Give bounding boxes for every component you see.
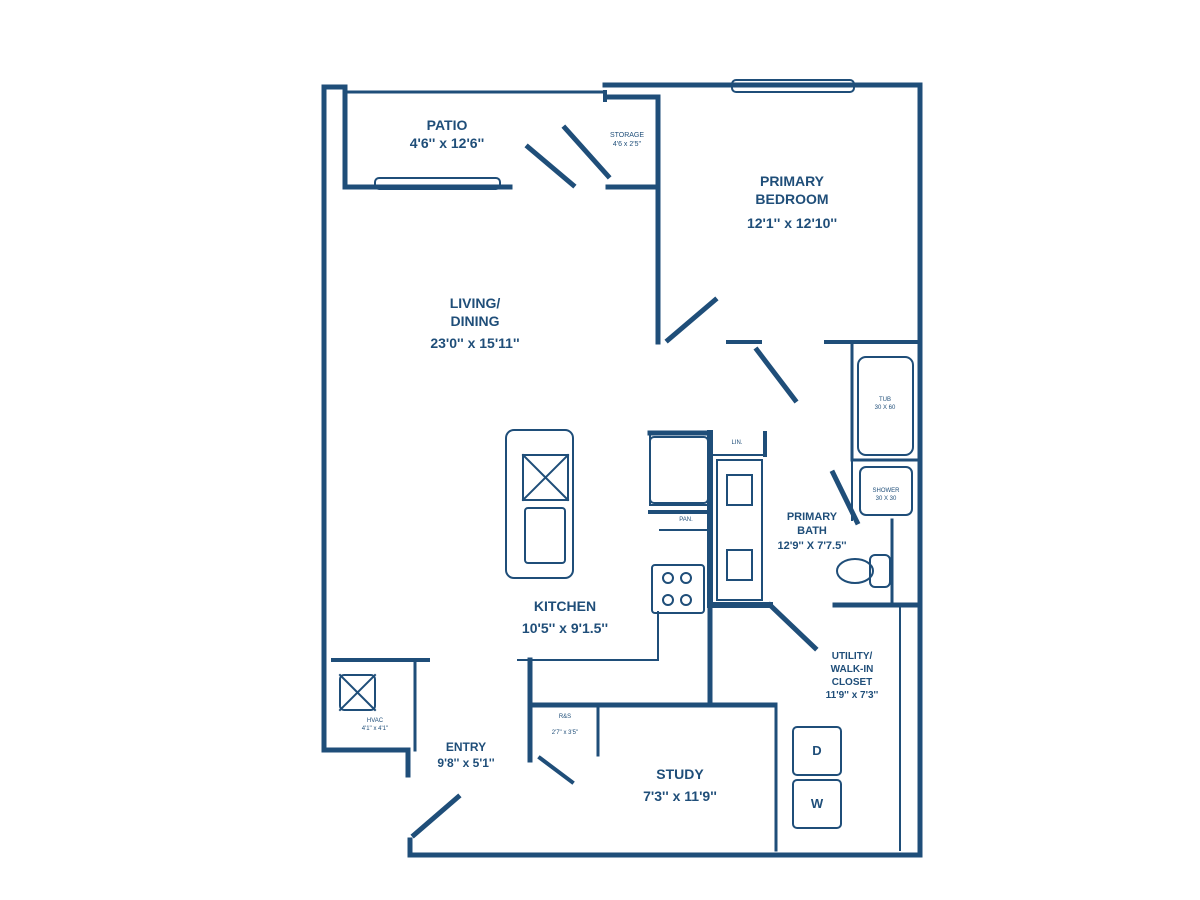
room-name: STUDY — [656, 766, 704, 782]
room-name: DINING — [450, 313, 500, 330]
room-dims: 4'1'' x 4'1'' — [361, 725, 389, 732]
room-name: CLOSET — [831, 677, 873, 688]
room-dims: 23'0'' x 15'11'' — [430, 335, 520, 352]
room-dims: 10'5'' x 9'1.5'' — [521, 620, 609, 637]
room-dims: 7'3'' x 11'9'' — [643, 788, 717, 805]
storage-label: STORAGE 4'6 x 2'5'' — [610, 131, 644, 149]
room-dims: 4'6'' x 12'6'' — [409, 135, 485, 152]
patio-label: PATIO 4'6'' x 12'6'' — [410, 116, 484, 152]
room-name: PATIO — [426, 117, 468, 133]
room-name: BEDROOM — [755, 191, 829, 208]
primary-bedroom-label: PRIMARY BEDROOM 12'1'' x 12'10'' — [747, 172, 837, 233]
room-name: PRIMARY — [759, 173, 825, 189]
room-name: PRIMARY — [786, 511, 838, 523]
room-name: ENTRY — [445, 740, 487, 754]
pantry-label: PAN. — [679, 517, 693, 523]
room-dims: 12'1'' x 12'10'' — [746, 215, 838, 232]
room-dims: 12'9'' X 7'7.5'' — [777, 539, 847, 552]
fixture-name: SHOWER — [872, 488, 900, 494]
room-dims: 4'6 x 2'5'' — [612, 141, 642, 149]
fixture-dims: 30 X 30 — [875, 495, 897, 502]
fixture-dims: 30 X 60 — [874, 404, 896, 411]
room-name: STORAGE — [609, 132, 645, 139]
rs-label: R&S 2'7'' x 3'5'' — [552, 714, 579, 738]
fixture-name: TUB — [879, 397, 891, 403]
room-dims: 9'8'' x 5'1'' — [437, 755, 495, 770]
room-dims: 11'9'' x 7'3'' — [825, 690, 879, 701]
room-name: HVAC — [366, 718, 384, 724]
washer-label: W — [810, 796, 824, 811]
room-name: UTILITY/ — [831, 651, 873, 662]
room-name: BATH — [797, 525, 827, 538]
study-label: STUDY 7'3'' x 11'9'' — [643, 765, 717, 805]
dryer-label: D — [812, 743, 822, 758]
room-name: KITCHEN — [533, 598, 597, 614]
living-dining-label: LIVING/DINING 23'0'' x 15'11'' — [430, 294, 519, 353]
room-name: LIVING/ — [449, 295, 501, 311]
utility-closet-label: UTILITY/WALK-IN CLOSET 11'9'' x 7'3'' — [826, 650, 879, 702]
kitchen-label: KITCHEN 10'5'' x 9'1.5'' — [522, 597, 608, 637]
linen-label: LIN. — [731, 440, 743, 446]
room-name: WALK-IN — [830, 664, 874, 675]
room-dims: 2'7'' x 3'5'' — [551, 729, 579, 736]
room-name: R&S — [558, 714, 572, 720]
